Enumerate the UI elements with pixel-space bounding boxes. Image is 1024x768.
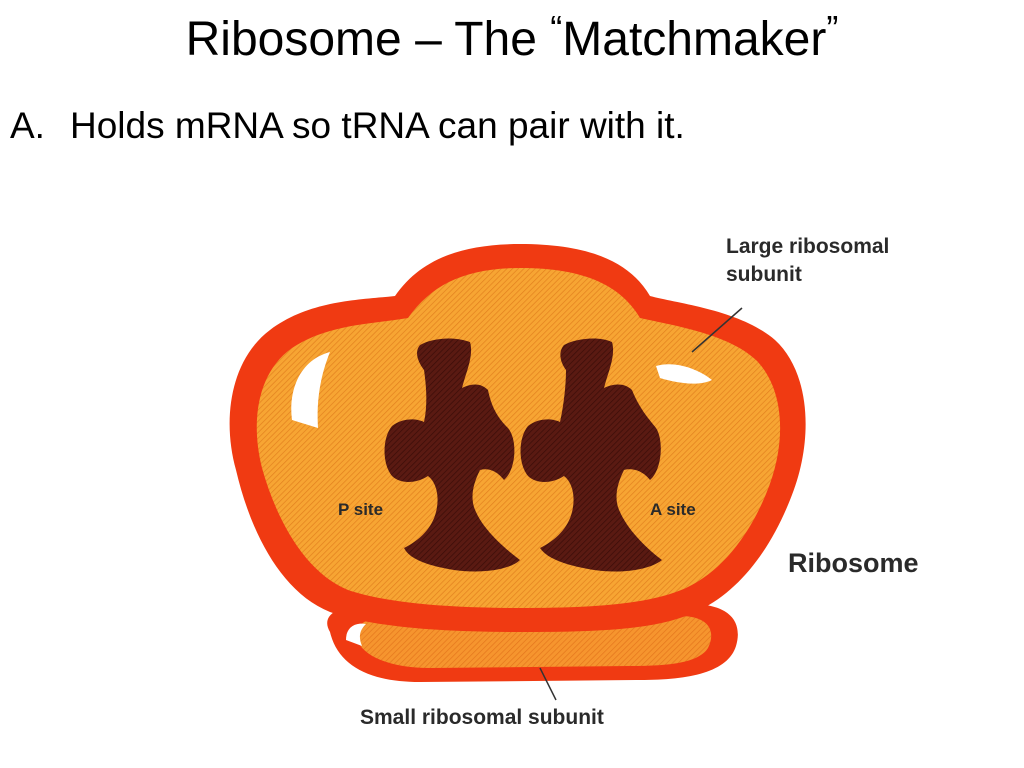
- trna-a-site: [520, 338, 662, 572]
- small-subunit-highlight: [346, 623, 366, 646]
- title-open-quote: “: [550, 8, 563, 49]
- large-subunit-label-line2: subunit: [726, 263, 802, 286]
- slide-title: Ribosome – The “Matchmaker”: [0, 9, 1024, 67]
- bullet-point: A. Holds mRNA so tRNA can pair with it.: [10, 105, 685, 147]
- small-subunit-label: Small ribosomal subunit: [360, 706, 604, 729]
- a-site-label: A site: [650, 500, 696, 519]
- trna-p-site: [384, 338, 520, 572]
- bullet-marker: A.: [10, 105, 45, 146]
- bullet-text: Holds mRNA so tRNA can pair with it.: [70, 105, 685, 146]
- title-close-quote: ”: [826, 8, 839, 49]
- large-subunit-highlight-right: [656, 364, 712, 384]
- large-subunit-highlight-left: [291, 352, 330, 428]
- large-subunit: [229, 244, 806, 632]
- small-subunit-pointer: [539, 667, 557, 701]
- ribosome-label: Ribosome: [788, 548, 919, 578]
- large-subunit-label-line1: Large ribosomal: [726, 235, 889, 258]
- p-site-label: P site: [338, 500, 383, 519]
- title-word: Matchmaker: [562, 13, 827, 66]
- title-main: Ribosome – The: [185, 13, 551, 66]
- large-subunit-pointer: [691, 307, 743, 353]
